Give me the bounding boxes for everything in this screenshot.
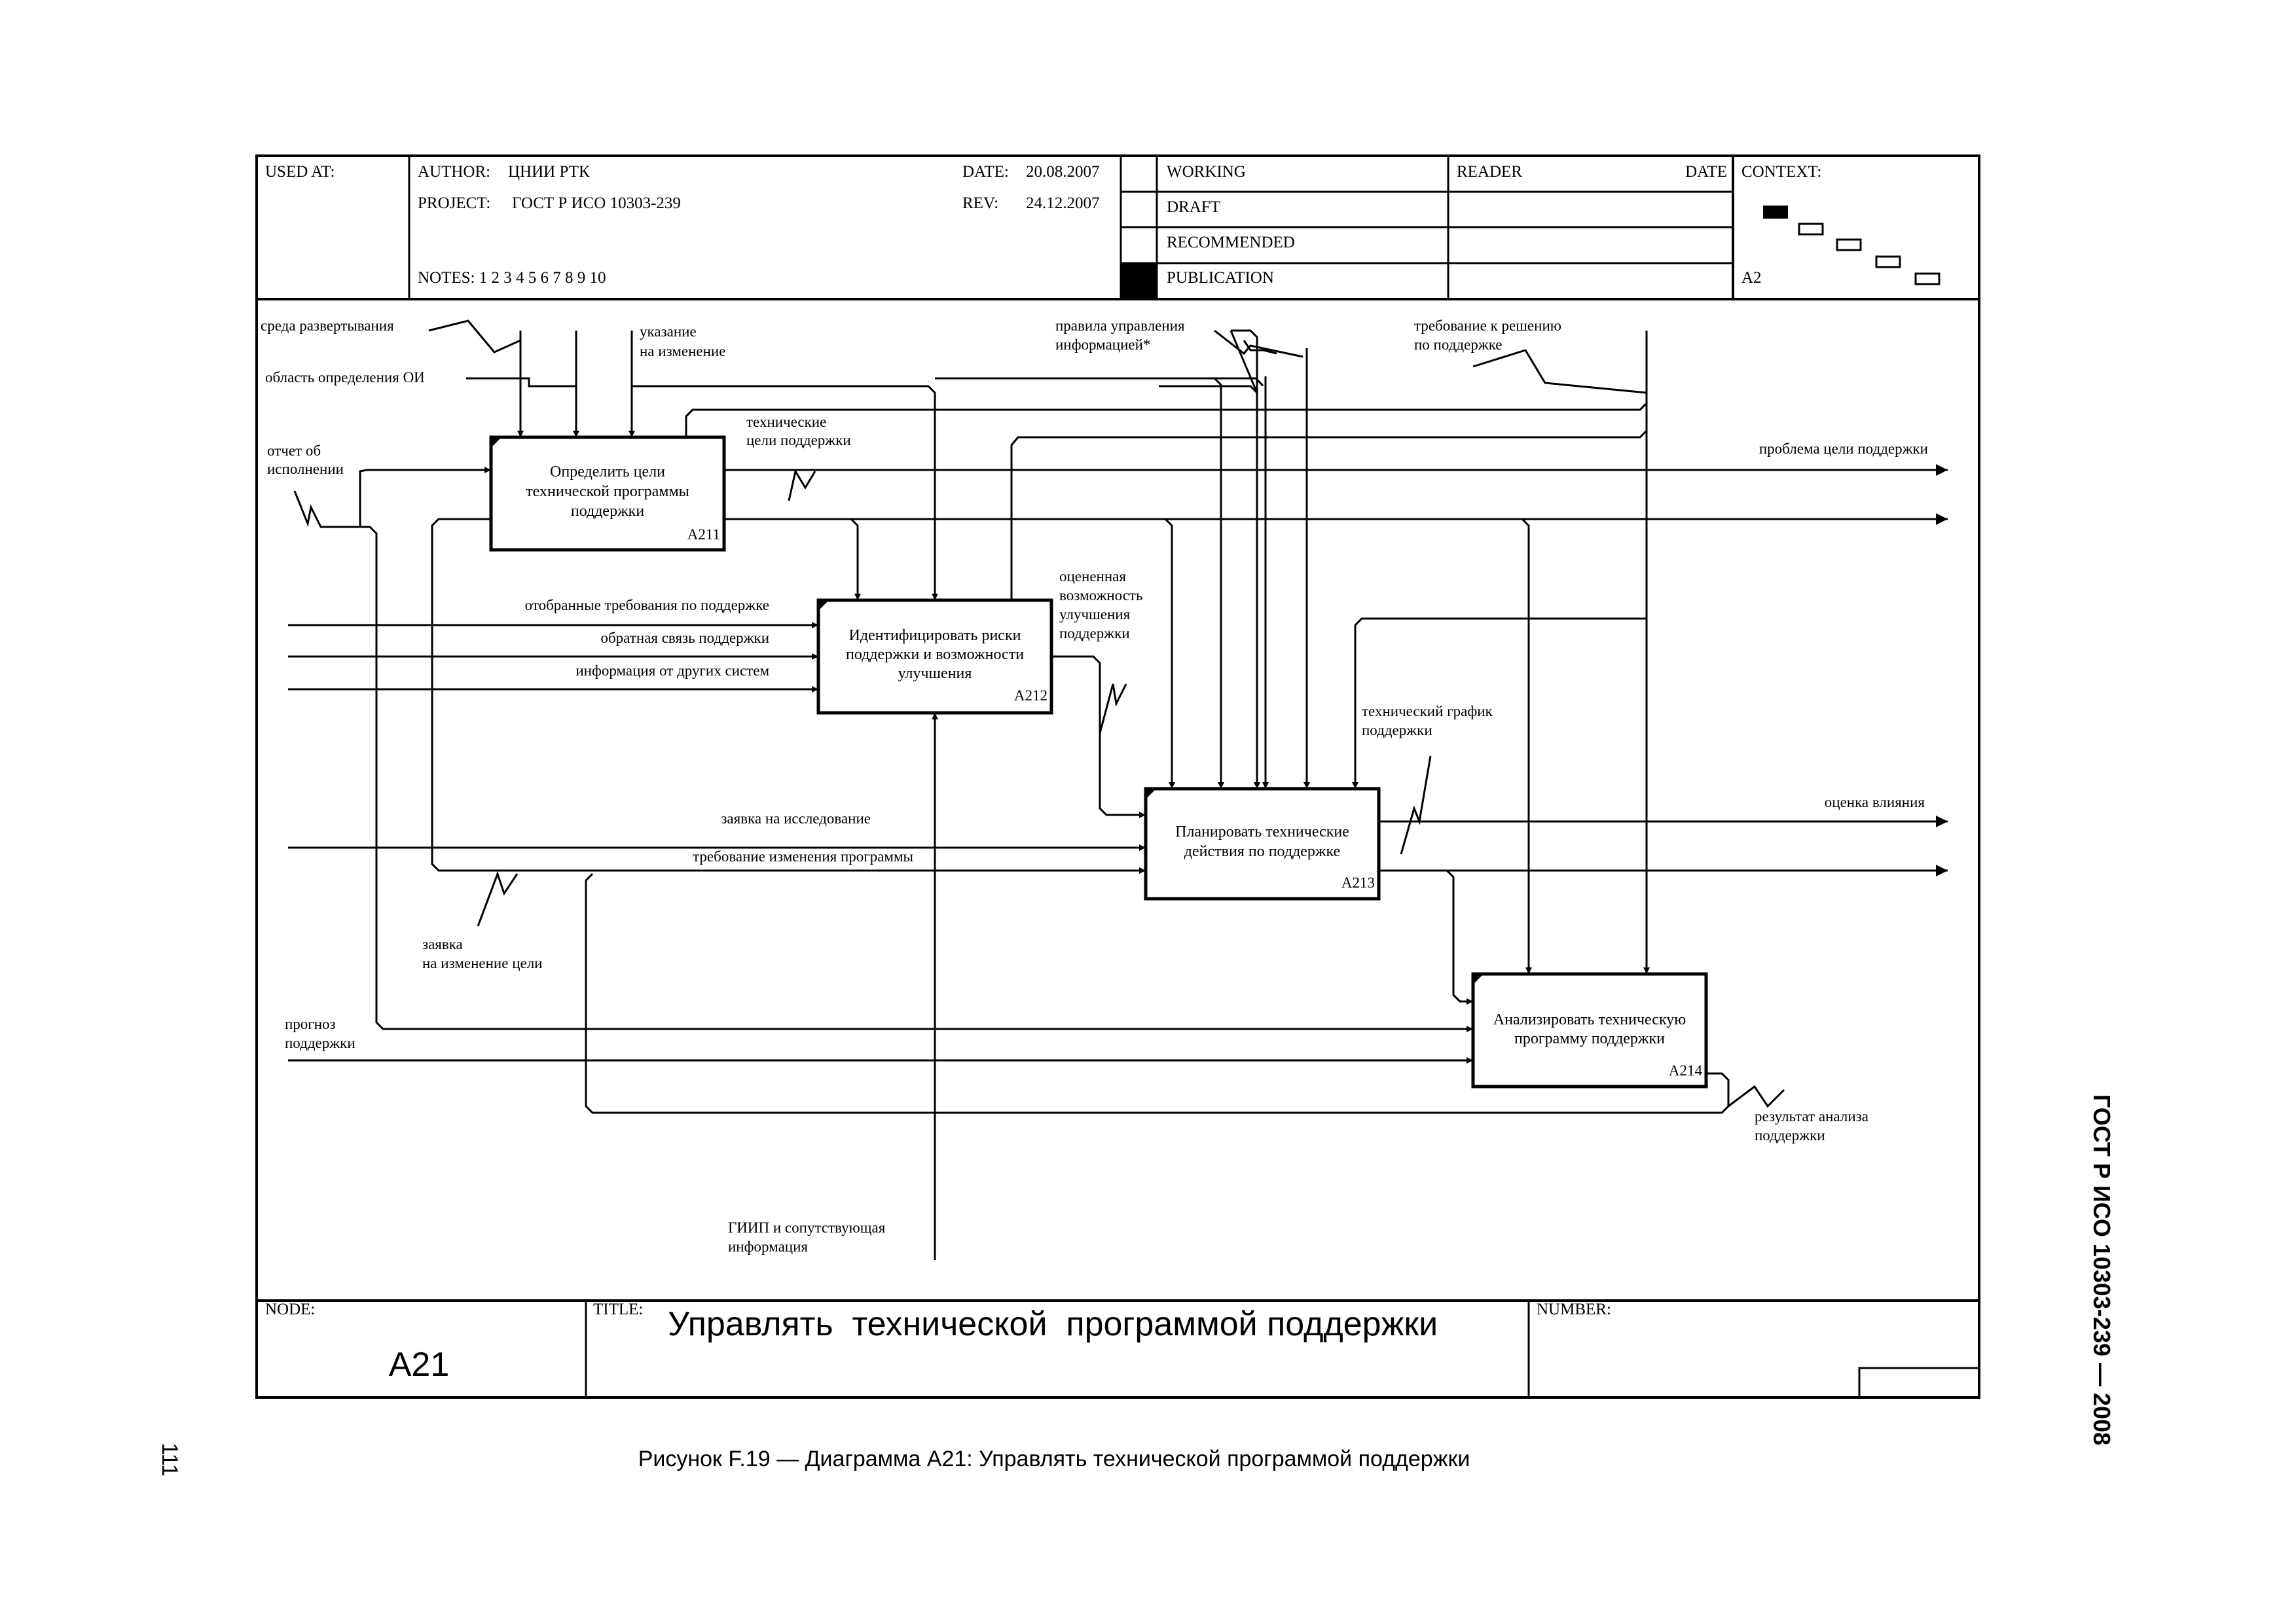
activity-box-a211[interactable]: Определить цели технической программы по… bbox=[489, 435, 726, 552]
status-recommended: RECOMMENDED bbox=[1167, 234, 1295, 251]
squiggles bbox=[293, 319, 1785, 1108]
project-value: ГОСТ Р ИСО 10303-239 bbox=[512, 194, 681, 212]
label-assessed-1: оцененная bbox=[1059, 568, 1126, 585]
label-giip-1: ГИИП и сопутствующая bbox=[728, 1219, 886, 1236]
label-assessed-4: поддержки bbox=[1059, 625, 1130, 641]
label-assessed-3: улучшения bbox=[1059, 606, 1131, 622]
notes: NOTES: 1 2 3 4 5 6 7 8 9 10 bbox=[418, 269, 606, 287]
box-id: A211 bbox=[687, 526, 720, 543]
label-scope: область определения ОИ bbox=[265, 369, 425, 386]
footer-block: NODE: A21 TITLE: Управлять технической п… bbox=[257, 1299, 1980, 1399]
label-goal-change-1: заявка bbox=[422, 936, 463, 952]
label-result-1: результат анализа bbox=[1755, 1108, 1868, 1125]
label-tech-goals-1: технические bbox=[746, 414, 826, 430]
svg-text:поддержки: поддержки bbox=[571, 503, 644, 520]
rev-label: REV: bbox=[962, 194, 998, 212]
label-req-solution-1: требование к решению bbox=[1414, 317, 1561, 334]
svg-text:улучшения: улучшения bbox=[898, 665, 972, 682]
context-label: CONTEXT: bbox=[1741, 163, 1821, 181]
box-id: A214 bbox=[1669, 1062, 1703, 1079]
diagram-title: Управлять технической программой поддерж… bbox=[668, 1305, 1438, 1343]
label-report-2: исполнении bbox=[267, 461, 344, 477]
arrows bbox=[288, 329, 1948, 1260]
svg-text:поддержки и возможности: поддержки и возможности bbox=[846, 646, 1024, 663]
label-giip-2: информация bbox=[728, 1238, 808, 1255]
svg-text:Идентифицировать риски: Идентифицировать риски bbox=[849, 627, 1021, 644]
label-forecast-2: поддержки bbox=[285, 1035, 355, 1051]
context-node: A2 bbox=[1741, 269, 1762, 287]
label-change-req: требование изменения программы bbox=[693, 848, 913, 865]
svg-text:действия по поддержке: действия по поддержке bbox=[1184, 843, 1340, 860]
reader-date-label: DATE bbox=[1685, 163, 1727, 181]
publication-status-marker bbox=[1121, 263, 1157, 299]
node-value: A21 bbox=[389, 1346, 450, 1384]
label-feedback: обратная связь поддержки bbox=[600, 630, 769, 646]
standard-designation: ГОСТ Р ИСО 10303-239 — 2008 bbox=[2088, 1094, 2115, 1445]
svg-text:Анализировать техническую: Анализировать техническую bbox=[1493, 1011, 1686, 1028]
number-label: NUMBER: bbox=[1537, 1301, 1611, 1318]
activity-box-a214[interactable]: Анализировать техническую программу подд… bbox=[1471, 972, 1708, 1089]
label-rules-2: информацией* bbox=[1055, 336, 1150, 353]
label-report-1: отчет об bbox=[267, 442, 321, 459]
date-value: 20.08.2007 bbox=[1026, 163, 1100, 181]
label-result-2: поддержки bbox=[1755, 1127, 1825, 1144]
activity-box-a213[interactable]: Планировать технические действия по подд… bbox=[1144, 787, 1381, 901]
label-instr-2: на изменение bbox=[640, 343, 725, 359]
label-problem: проблема цели поддержки bbox=[1759, 441, 1928, 457]
activity-box-a212[interactable]: Идентифицировать риски поддержки и возмо… bbox=[816, 598, 1053, 715]
node-label: NODE: bbox=[265, 1301, 315, 1318]
status-draft: DRAFT bbox=[1167, 198, 1220, 216]
project-label: PROJECT: bbox=[418, 194, 490, 212]
label-instr-1: указание bbox=[640, 323, 697, 340]
box-id: A212 bbox=[1014, 687, 1048, 704]
title-label: TITLE: bbox=[593, 1301, 643, 1318]
svg-text:Определить цели: Определить цели bbox=[550, 463, 665, 480]
svg-text:Планировать технические: Планировать технические bbox=[1175, 823, 1349, 840]
label-selected-req: отобранные требования по поддержке bbox=[525, 597, 769, 613]
label-req-solution-2: по поддержке bbox=[1414, 336, 1503, 353]
header-block: USED AT: AUTHOR: ЦНИИ РТК PROJECT: ГОСТ … bbox=[255, 154, 1980, 1399]
svg-text:технической программы: технической программы bbox=[526, 483, 689, 500]
label-other-info: информация от других систем bbox=[575, 662, 769, 679]
label-schedule-2: поддержки bbox=[1362, 722, 1432, 738]
context-thumbnail bbox=[1763, 206, 1941, 285]
label-schedule-1: технический график bbox=[1362, 703, 1493, 719]
label-rules-1: правила управления bbox=[1055, 317, 1185, 334]
svg-text:программу поддержки: программу поддержки bbox=[1514, 1030, 1665, 1047]
rev-value: 24.12.2007 bbox=[1026, 194, 1100, 212]
date-label: DATE: bbox=[962, 163, 1009, 181]
used-at-label: USED AT: bbox=[265, 163, 335, 181]
reader-label: READER bbox=[1457, 163, 1522, 181]
label-env: среда развертывания bbox=[261, 317, 394, 334]
status-working: WORKING bbox=[1167, 163, 1246, 181]
label-forecast-1: прогноз bbox=[285, 1016, 336, 1032]
box-id: A213 bbox=[1341, 874, 1375, 891]
label-research: заявка на исследование bbox=[721, 810, 871, 827]
author-value: ЦНИИ РТК bbox=[508, 163, 590, 181]
label-tech-goals-2: цели поддержки bbox=[746, 432, 851, 448]
label-impact: оценка влияния bbox=[1825, 794, 1925, 810]
label-assessed-2: возможность bbox=[1059, 587, 1142, 604]
figure-caption: Рисунок F.19 — Диаграмма A21: Управлять … bbox=[638, 1447, 1470, 1471]
label-goal-change-2: на изменение цели bbox=[422, 955, 543, 971]
author-label: AUTHOR: bbox=[418, 163, 490, 181]
arrow-labels: среда развертывания область определения … bbox=[261, 317, 1928, 1255]
status-publication: PUBLICATION bbox=[1167, 269, 1274, 287]
page-number: 111 bbox=[157, 1443, 182, 1477]
